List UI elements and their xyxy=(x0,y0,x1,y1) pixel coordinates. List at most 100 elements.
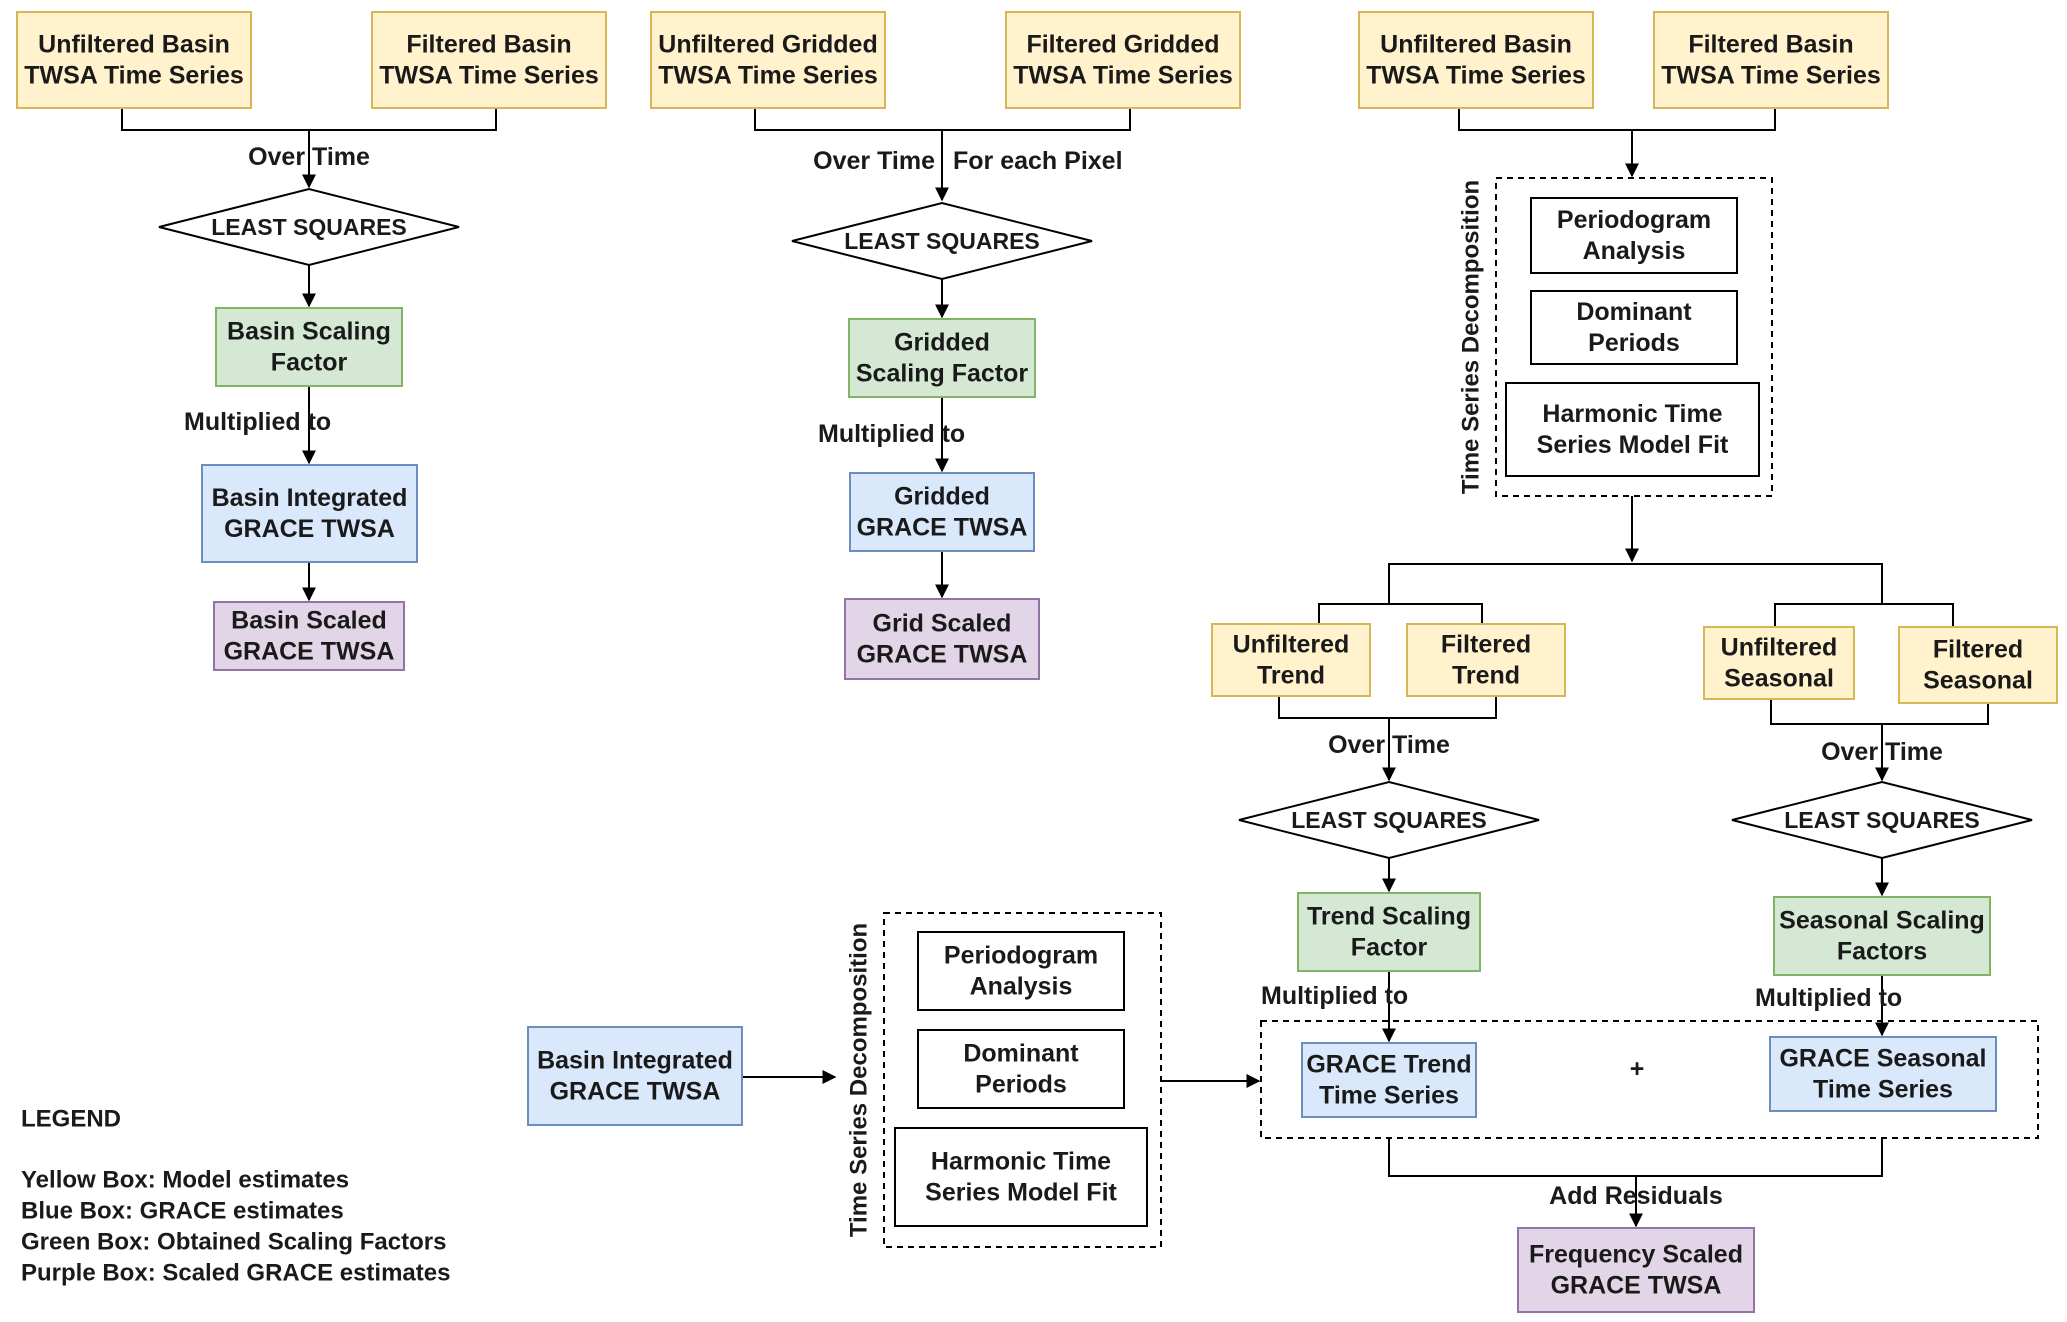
freq-unfiltered-trend-box-line-1: Unfiltered xyxy=(1233,631,1350,659)
legend-item: Yellow Box: Model estimates xyxy=(21,1167,349,1194)
freq-filtered-box-shape xyxy=(1653,11,1889,109)
gridded-twsa-box-line-2: GRACE TWSA xyxy=(857,514,1028,542)
basin-scaled-box-shape xyxy=(213,601,405,671)
freq-filtered-trend-box-shape xyxy=(1406,623,1566,697)
freq-filtered-box-line-2: TWSA Time Series xyxy=(1661,62,1881,90)
bottom-harmonic-box-shape xyxy=(894,1127,1148,1227)
connector-lines xyxy=(121,108,1989,1228)
freq-trend-merge-line xyxy=(1278,696,1497,719)
freq-sum-frame xyxy=(1260,1020,2039,1139)
freq-seasonal-least-squares-shape xyxy=(1731,780,2033,860)
bottom-decomposition-label: Time Series Decomposition xyxy=(846,923,873,1237)
freq-seasonal-least-squares: LEAST SQUARES xyxy=(1731,780,2033,860)
freq-unfiltered-seasonal-box-line-1: Unfiltered xyxy=(1721,634,1838,662)
basin-integrated-box-line-2: GRACE TWSA xyxy=(224,515,395,543)
legend-item: Green Box: Obtained Scaling Factors xyxy=(21,1229,446,1256)
bottom-integrated-box-line-2: GRACE TWSA xyxy=(550,1078,721,1106)
trend-multiplied-label: Multiplied to xyxy=(1261,982,1408,1010)
frequency-scaled-box-shape xyxy=(1517,1227,1755,1313)
basin-unfiltered-box-line-2: TWSA Time Series xyxy=(24,62,244,90)
basin-least-squares-shape xyxy=(158,187,460,267)
basin-scaled-box-line-1: Basin Scaled xyxy=(231,607,387,635)
bottom-periodogram-box-line-1: Periodogram xyxy=(944,942,1098,970)
basin-multiplied-label: Multiplied to xyxy=(184,408,331,436)
basin-scaling-factor-box-shape xyxy=(215,307,403,387)
freq-periodogram-box-line-2: Analysis xyxy=(1583,237,1686,265)
basin-integrated-box-shape xyxy=(201,464,418,563)
basin-integrated-box-line-1: Basin Integrated xyxy=(212,484,408,512)
add-residuals-label: Add Residuals xyxy=(1549,1182,1723,1210)
gridded-merge-line xyxy=(754,108,1131,131)
freq-filtered-trend-box-line-2: Trend xyxy=(1452,662,1520,690)
gridded-for-each-pixel-label: For each Pixel xyxy=(953,147,1123,175)
gridded-twsa-box-shape xyxy=(849,472,1035,552)
freq-filtered-trend-box-line-1: Filtered xyxy=(1441,631,1531,659)
freq-unfiltered-seasonal-box-shape xyxy=(1703,626,1855,700)
grace-seasonal-box-line-1: GRACE Seasonal xyxy=(1779,1045,1986,1073)
basin-filtered-box-line-1: Filtered Basin xyxy=(406,31,571,59)
gridded-scaling-factor-box-line-1: Gridded xyxy=(894,329,990,357)
freq-periodogram-box-shape xyxy=(1530,197,1738,274)
freq-harmonic-box-shape xyxy=(1505,382,1760,477)
freq-seasonal-merge-line xyxy=(1770,699,1989,725)
freq-decomposition-label: Time Series Decomposition xyxy=(1458,180,1485,494)
trend-scaling-factor-box-line-2: Factor xyxy=(1351,934,1428,962)
grid-scaled-box-shape xyxy=(844,598,1040,680)
seasonal-scaling-factor-box-line-1: Seasonal Scaling xyxy=(1779,907,1985,935)
basin-unfiltered-box-line-1: Unfiltered Basin xyxy=(38,31,230,59)
gridded-filtered-box-line-1: Filtered Gridded xyxy=(1026,31,1219,59)
gridded-least-squares: LEAST SQUARES xyxy=(791,201,1093,281)
grid-scaled-box-line-1: Grid Scaled xyxy=(873,610,1012,638)
gridded-scaling-factor-box-shape xyxy=(848,318,1036,398)
freq-residual-merge-line xyxy=(1388,1138,1883,1177)
basin-scaling-factor-box-line-2: Factor xyxy=(271,349,348,377)
frequency-scaled-box-line-1: Frequency Scaled xyxy=(1529,1241,1743,1269)
grace-trend-box-shape xyxy=(1301,1042,1477,1118)
seasonal-multiplied-label: Multiplied to xyxy=(1755,984,1902,1012)
basin-merge-line xyxy=(121,108,497,131)
freq-dominant-box-line-2: Periods xyxy=(1588,329,1680,357)
seasonal-scaling-factor-box-line-2: Factors xyxy=(1837,938,1927,966)
freq-filtered-seasonal-box-shape xyxy=(1898,626,2058,704)
freq-unfiltered-box-line-2: TWSA Time Series xyxy=(1366,62,1586,90)
grace-trend-box-line-1: GRACE Trend xyxy=(1306,1051,1471,1079)
freq-unfiltered-box-shape xyxy=(1358,11,1594,109)
grace-seasonal-box-shape xyxy=(1769,1036,1997,1112)
seasonal-scaling-factor-box-shape xyxy=(1773,896,1991,976)
legend-item: Purple Box: Scaled GRACE estimates xyxy=(21,1260,450,1287)
bottom-harmonic-box-line-2: Series Model Fit xyxy=(925,1179,1117,1207)
bottom-dominant-box-shape xyxy=(917,1029,1125,1109)
freq-dominant-box-line-1: Dominant xyxy=(1576,298,1692,326)
freq-trend-split-line xyxy=(1318,603,1483,624)
gridded-unfiltered-box-line-1: Unfiltered Gridded xyxy=(658,31,877,59)
freq-merge-line xyxy=(1458,108,1776,131)
basin-unfiltered-box-shape xyxy=(16,11,252,109)
basin-filtered-box-shape xyxy=(371,11,607,109)
grace-trend-box-line-2: Time Series xyxy=(1319,1082,1459,1110)
basin-filtered-box-line-2: TWSA Time Series xyxy=(379,62,599,90)
bottom-dominant-box-line-2: Periods xyxy=(975,1071,1067,1099)
